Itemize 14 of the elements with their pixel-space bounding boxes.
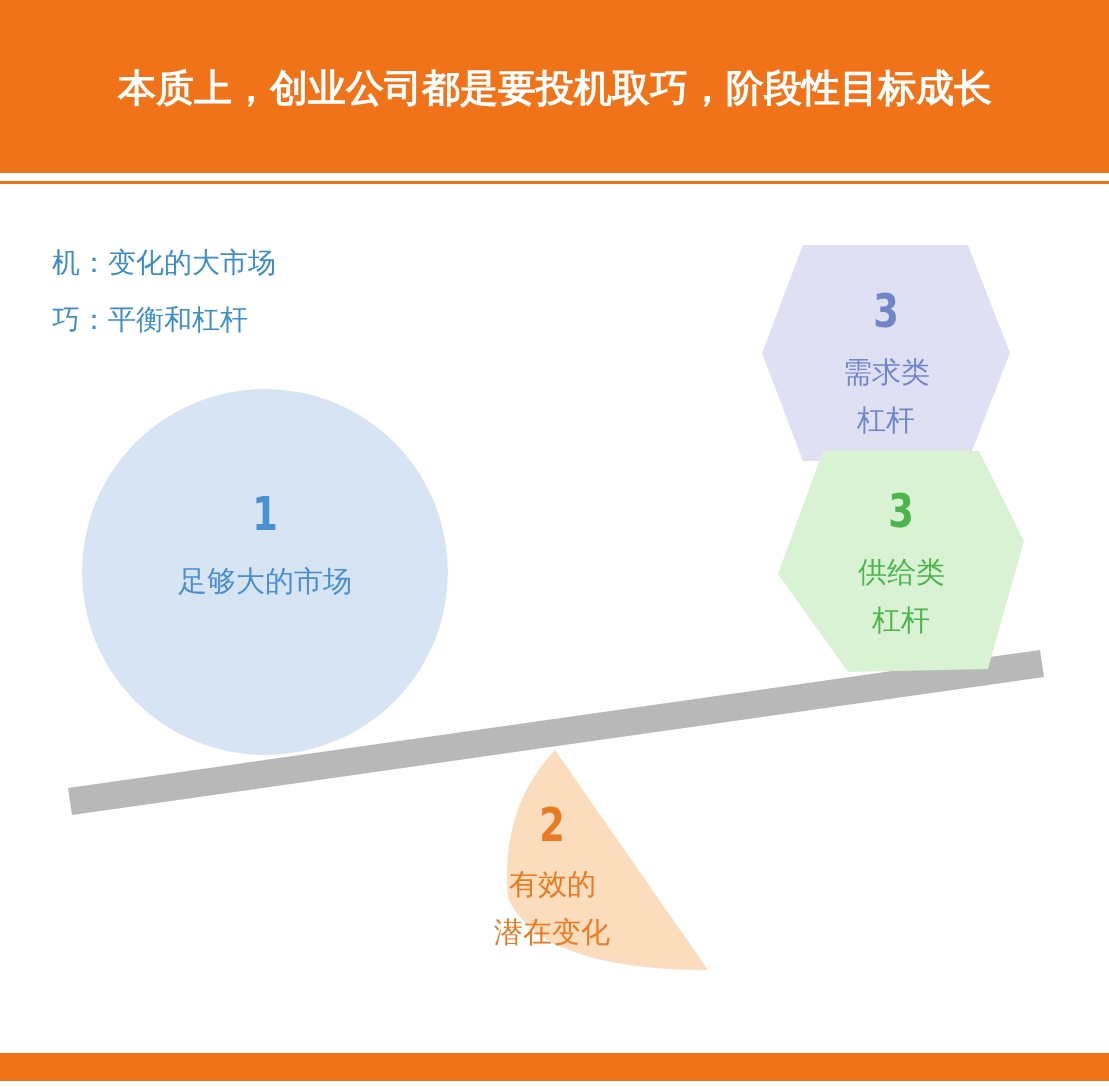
step-number: 3 — [872, 286, 900, 336]
hexagon-shape — [776, 450, 1026, 674]
step-number: 3 — [887, 486, 915, 536]
node-label: 足够大的市场 — [177, 563, 353, 600]
step-number: 1 — [251, 489, 279, 539]
note-text: 机：变化的大市场 — [52, 245, 276, 281]
node-label: 供给类杠杆 — [856, 554, 946, 639]
node-label: 有效的潜在变化 — [493, 866, 611, 951]
step-number: 2 — [538, 800, 566, 850]
hexagon-shape — [760, 244, 1012, 462]
node-label: 需求类杠杆 — [841, 354, 931, 439]
circle-shape — [82, 389, 448, 755]
title: 本质上，创业公司都是要投机取巧，阶段性目标成长 — [116, 65, 993, 112]
note-text: 巧：平衡和杠杆 — [52, 302, 248, 338]
